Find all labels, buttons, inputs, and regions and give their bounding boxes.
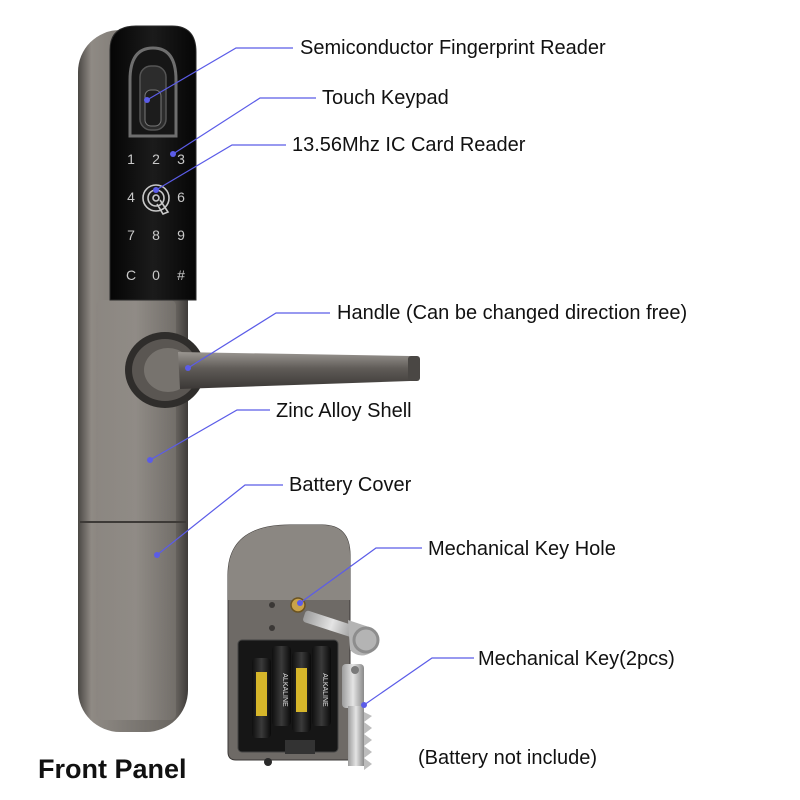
battery-brand-label: ALKALINE — [281, 673, 288, 707]
label-touch-keypad: Touch Keypad — [322, 87, 449, 109]
batteries: ALKALINE ALKALINE — [252, 646, 331, 738]
keypad-key[interactable]: # — [177, 267, 185, 283]
label-battery-cover: Battery Cover — [289, 474, 412, 496]
label-card-reader: 13.56Mhz IC Card Reader — [292, 134, 526, 156]
keypad-key[interactable]: 0 — [152, 267, 160, 283]
keypad-key[interactable]: 2 — [152, 151, 160, 167]
leader-lines — [146, 47, 474, 706]
keypad-key[interactable]: 1 — [127, 151, 135, 167]
label-fingerprint-reader: Semiconductor Fingerprint Reader — [300, 37, 606, 59]
label-key-hole: Mechanical Key Hole — [428, 538, 616, 560]
battery-brand-label: ALKALINE — [321, 673, 328, 707]
battery-compartment-view: ALKALINE ALKALINE — [227, 524, 351, 766]
keypad-key[interactable]: 6 — [177, 189, 185, 205]
keypad-key[interactable]: 8 — [152, 227, 160, 243]
mechanical-keys[interactable] — [302, 610, 380, 770]
leader-dots — [144, 97, 367, 708]
label-mechanical-key: Mechanical Key(2pcs) — [478, 648, 675, 670]
handle[interactable] — [125, 332, 420, 408]
caption-front-panel: Front Panel — [38, 754, 187, 784]
battery-note: (Battery not include) — [418, 747, 597, 769]
keypad-key[interactable]: 7 — [127, 227, 135, 243]
keypad-key[interactable]: 9 — [177, 227, 185, 243]
label-zinc-alloy-shell: Zinc Alloy Shell — [276, 400, 412, 422]
label-handle: Handle (Can be changed direction free) — [337, 302, 688, 324]
keypad-key[interactable]: 3 — [177, 151, 185, 167]
keypad-key[interactable]: 4 — [127, 189, 135, 205]
keypad-key[interactable]: C — [126, 267, 136, 283]
